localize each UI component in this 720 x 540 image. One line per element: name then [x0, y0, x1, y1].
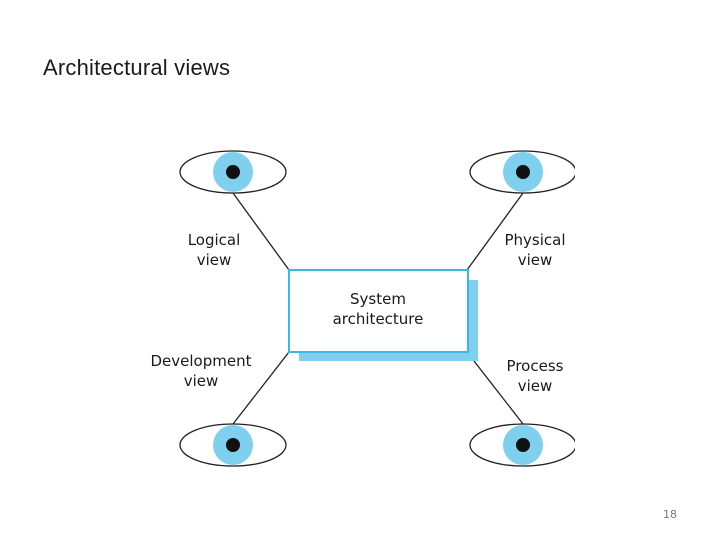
center-label-line2: architecture: [333, 310, 424, 328]
eye-icon-process: [469, 423, 575, 467]
eye-icon-physical: [469, 150, 575, 194]
page-number: 18: [663, 508, 677, 521]
label-logical-view: Logical view: [188, 231, 241, 269]
eye-icon-development: [179, 423, 287, 467]
eye-pupil: [226, 438, 240, 452]
process-view-line1: Process: [507, 357, 564, 375]
development-view-line1: Development: [151, 352, 252, 370]
eye-pupil: [516, 438, 530, 452]
physical-view-line2: view: [518, 251, 553, 269]
eye-pupil: [226, 165, 240, 179]
eye-icon-logical: [179, 150, 287, 194]
connector-development: [232, 351, 290, 425]
connector-physical: [466, 192, 524, 271]
connector-process: [466, 351, 524, 425]
center-label-line1: System: [350, 290, 406, 308]
system-architecture-box: System architecture: [288, 269, 478, 361]
development-view-line2: view: [184, 372, 219, 390]
logical-view-line1: Logical: [188, 231, 241, 249]
box-body: [288, 269, 469, 353]
label-development-view: Development view: [151, 352, 252, 390]
process-view-line2: view: [518, 377, 553, 395]
physical-view-line1: Physical: [504, 231, 565, 249]
eye-pupil: [516, 165, 530, 179]
slide-title: Architectural views: [43, 55, 231, 80]
label-physical-view: Physical view: [504, 231, 565, 269]
connector-logical: [232, 192, 290, 271]
logical-view-line2: view: [197, 251, 232, 269]
label-process-view: Process view: [507, 357, 564, 395]
